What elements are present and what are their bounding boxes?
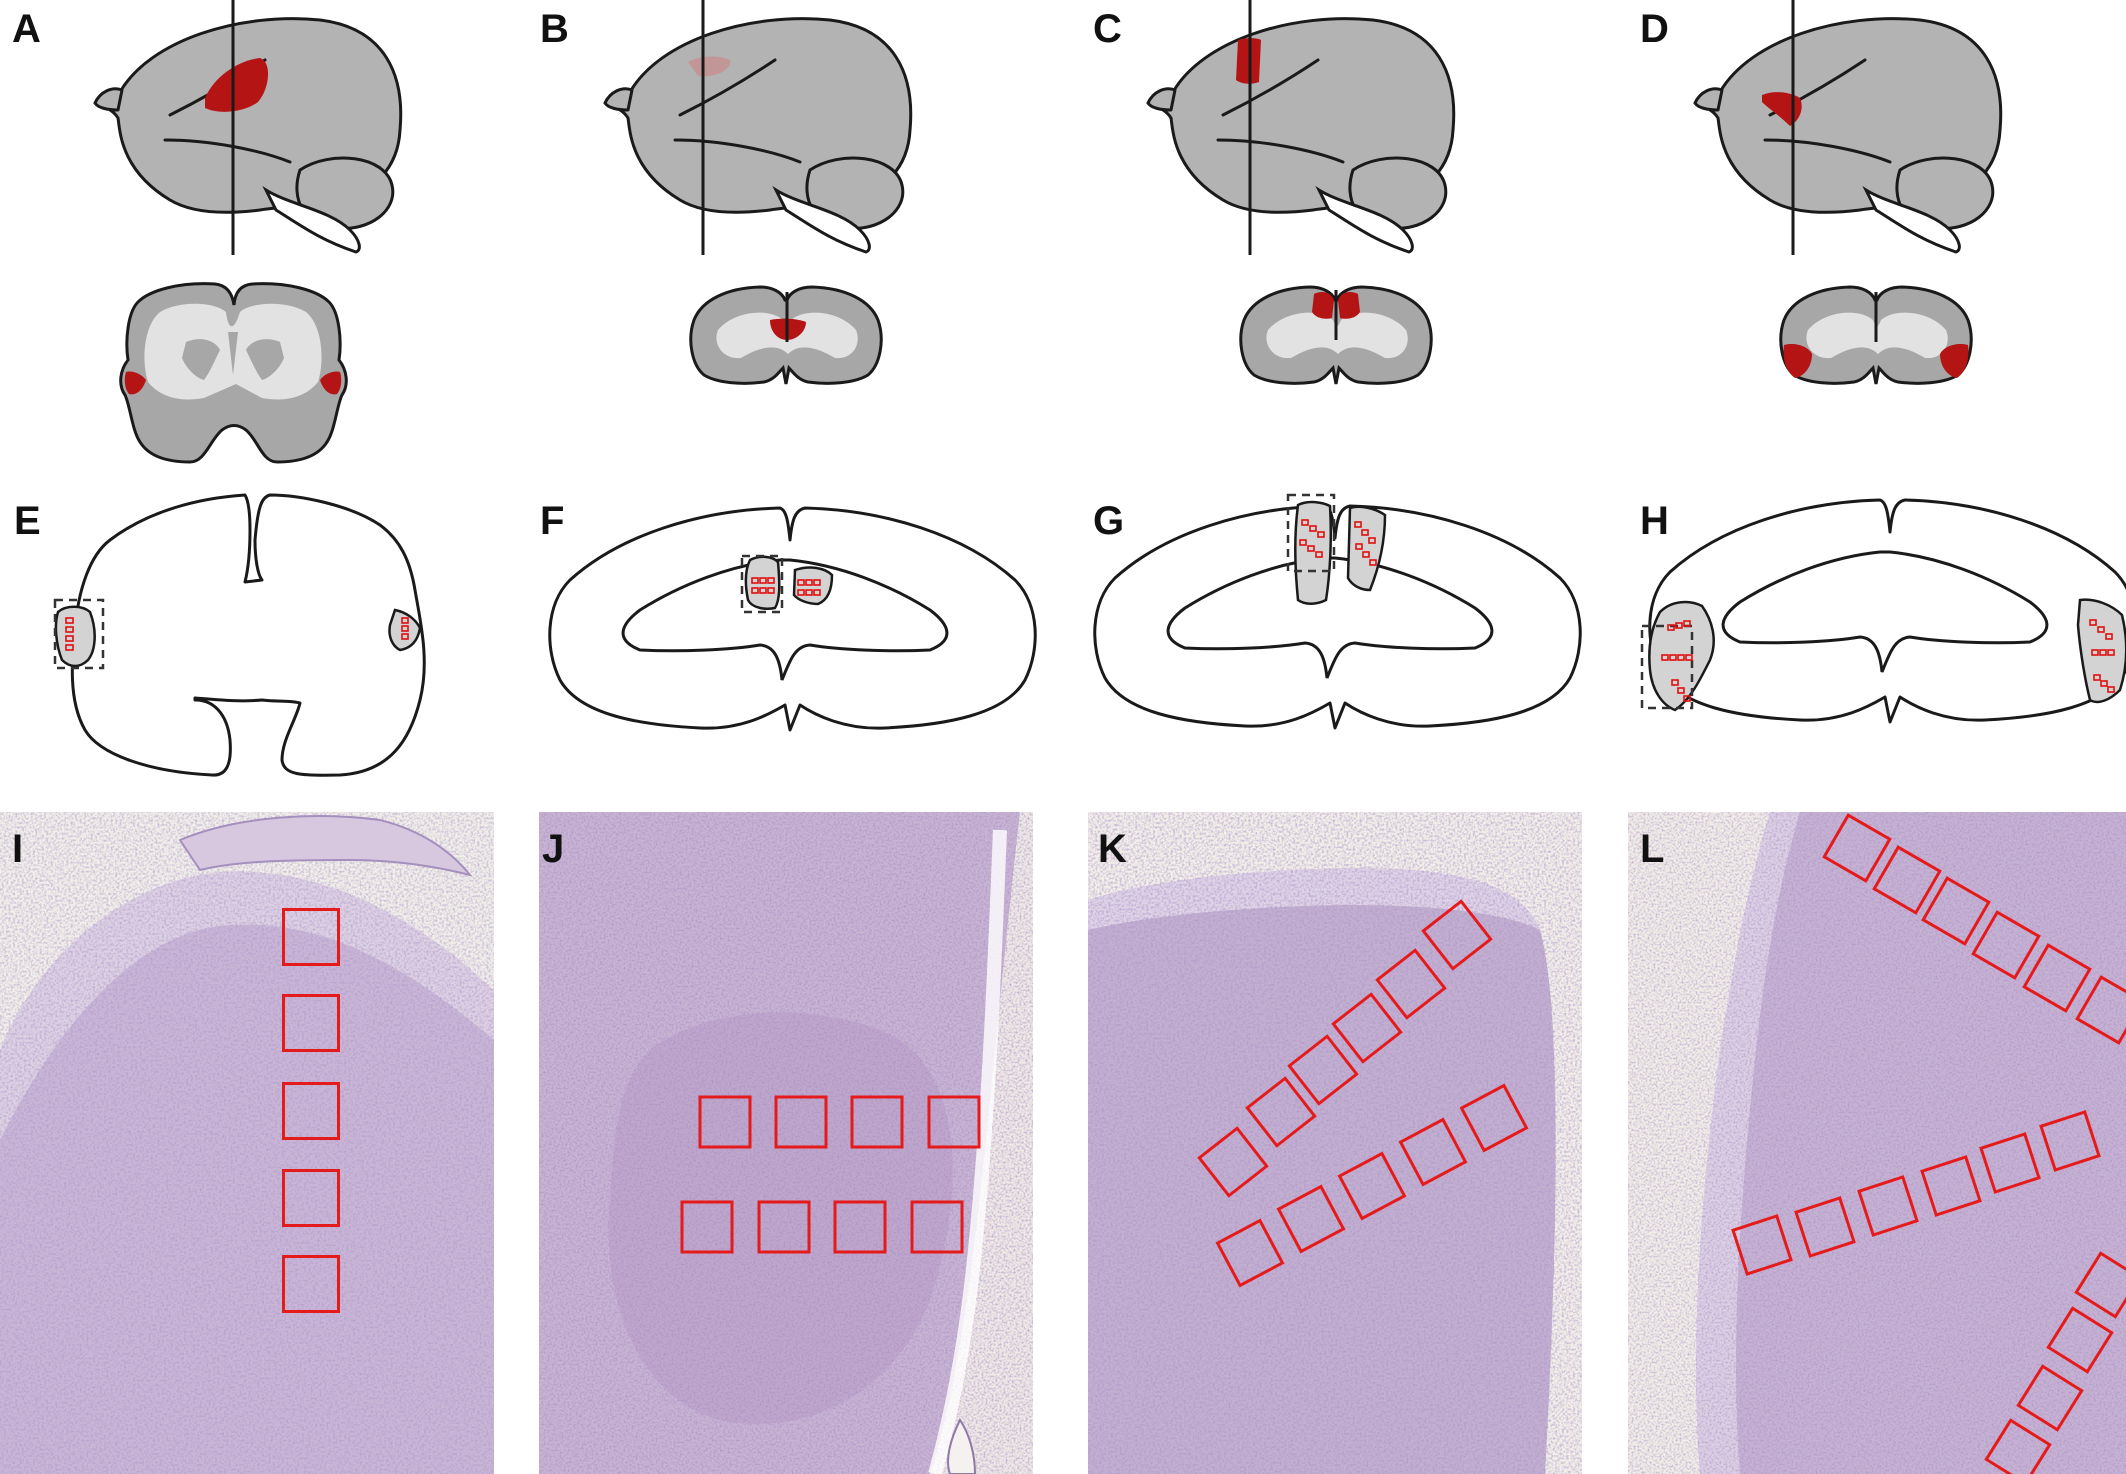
- panel-j-micrograph: [539, 812, 1033, 1474]
- panel-b-lateral-brain: [605, 0, 911, 255]
- panel-label-g: G: [1093, 499, 1124, 543]
- panel-f-coronal-outline: [550, 508, 1035, 730]
- panel-label-k: K: [1098, 827, 1127, 871]
- panel-label-b: B: [540, 7, 569, 51]
- panel-label-j: J: [542, 827, 564, 871]
- panel-a-lateral-brain: [95, 0, 401, 255]
- panel-g-coronal-outline: [1095, 495, 1580, 728]
- panel-label-e: E: [14, 499, 41, 543]
- panel-d-coronal-section: [1781, 287, 1971, 384]
- panel-i-micrograph: [0, 812, 494, 1474]
- panel-k-micrograph: [1088, 812, 1582, 1474]
- panel-b-coronal-section: [691, 287, 881, 384]
- panel-c-coronal-section: [1241, 287, 1431, 384]
- panel-e-coronal-outline: [55, 495, 424, 775]
- panel-label-f: F: [540, 499, 564, 543]
- panel-label-a: A: [12, 7, 41, 51]
- panel-a-coronal-section: [121, 284, 347, 462]
- panel-label-h: H: [1640, 499, 1669, 543]
- panel-d-lateral-brain: [1695, 0, 2001, 255]
- panel-label-l: L: [1640, 827, 1664, 871]
- panel-h-coronal-outline: [1642, 500, 2126, 722]
- panel-c-lateral-brain: [1148, 0, 1454, 255]
- panel-label-d: D: [1640, 7, 1669, 51]
- panel-label-c: C: [1093, 7, 1122, 51]
- panel-l-micrograph: [1628, 812, 2126, 1474]
- panel-label-i: I: [12, 827, 23, 871]
